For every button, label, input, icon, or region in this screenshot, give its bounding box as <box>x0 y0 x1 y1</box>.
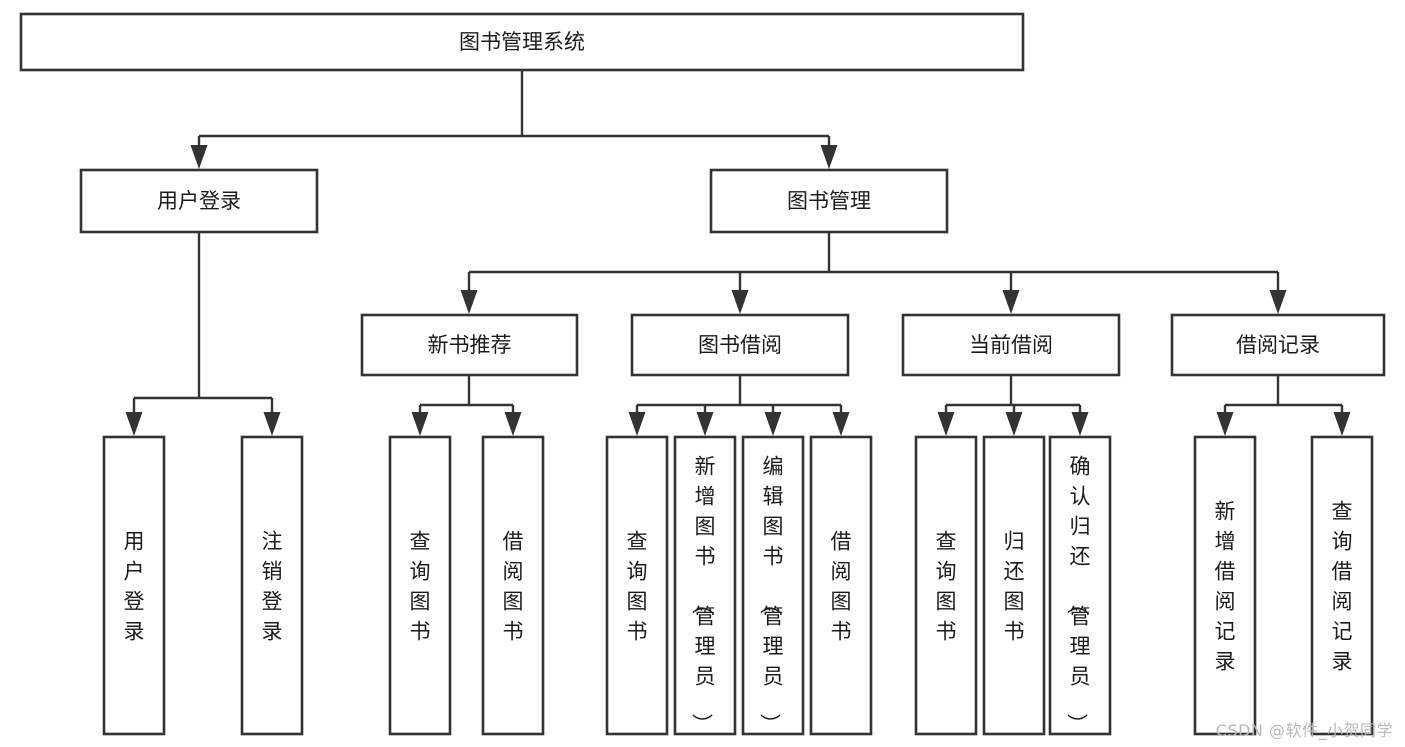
node-current-borrow[interactable]: 当前借阅 <box>901 313 1121 377</box>
arrow-head-icon <box>832 412 850 436</box>
connector-group <box>125 232 281 436</box>
node-label: 归还图书 <box>1004 529 1025 643</box>
node-label: 新书推荐 <box>428 333 512 357</box>
node-label: 查询借阅记录 <box>1332 499 1353 673</box>
arrow-head-icon <box>937 412 955 436</box>
node-leaf-query-book-2[interactable]: 查询图书 <box>605 435 669 736</box>
arrow-head-icon <box>1071 412 1089 436</box>
node-borrow-record[interactable]: 借阅记录 <box>1170 313 1386 377</box>
node-box[interactable] <box>630 313 850 377</box>
node-layer: 图书管理系统用户登录图书管理新书推荐图书借阅当前借阅借阅记录用户登录注销登录查询… <box>19 12 1386 736</box>
node-user-login[interactable]: 用户登录 <box>79 168 319 234</box>
node-box[interactable] <box>809 435 873 736</box>
arrow-head-icon <box>696 412 714 436</box>
node-box[interactable] <box>741 435 805 736</box>
node-leaf-query-book-1[interactable]: 查询图书 <box>388 435 452 736</box>
connector-group <box>628 375 850 436</box>
node-box[interactable] <box>1170 313 1386 377</box>
connector-group <box>1216 375 1351 436</box>
node-book-manage[interactable]: 图书管理 <box>709 168 949 234</box>
node-label: 确认归还（管理员） <box>1065 454 1091 734</box>
node-new-book-recommend[interactable]: 新书推荐 <box>360 313 579 377</box>
node-label: 新增图书（管理员） <box>690 454 716 734</box>
arrow-head-icon <box>504 412 522 436</box>
node-label: 图书借阅 <box>698 333 782 357</box>
node-book-borrow[interactable]: 图书借阅 <box>630 313 850 377</box>
node-leaf-return-book[interactable]: 归还图书 <box>982 435 1046 736</box>
node-label: 新增借阅记录 <box>1215 499 1236 673</box>
node-label: 借阅图书 <box>831 529 852 643</box>
node-label: 当前借阅 <box>969 333 1053 357</box>
arrow-head-icon <box>1269 290 1287 314</box>
arrow-head-icon <box>190 145 208 169</box>
node-box[interactable] <box>673 435 737 736</box>
node-box[interactable] <box>1193 435 1257 736</box>
node-label: 注销登录 <box>262 529 283 643</box>
node-box[interactable] <box>914 435 978 736</box>
connector-group <box>190 70 838 169</box>
node-label: 用户登录 <box>157 189 241 213</box>
arrow-head-icon <box>1005 412 1023 436</box>
node-box[interactable] <box>1310 435 1374 736</box>
node-leaf-logout[interactable]: 注销登录 <box>240 435 304 736</box>
node-leaf-user-login[interactable]: 用户登录 <box>102 435 166 736</box>
node-leaf-add-record[interactable]: 新增借阅记录 <box>1193 435 1257 736</box>
arrow-head-icon <box>820 145 838 169</box>
node-label: 用户登录 <box>124 529 145 643</box>
node-label: 查询图书 <box>627 529 648 643</box>
arrow-head-icon <box>411 412 429 436</box>
node-box[interactable] <box>901 313 1121 377</box>
node-box[interactable] <box>388 435 452 736</box>
node-label: 图书管理 <box>787 189 871 213</box>
node-box[interactable] <box>481 435 545 736</box>
node-leaf-borrow-book-1[interactable]: 借阅图书 <box>481 435 545 736</box>
arrow-head-icon <box>460 290 478 314</box>
csdn-watermark: CSDN @软件_小贺同学 <box>1215 721 1393 740</box>
arrow-head-icon <box>628 412 646 436</box>
node-leaf-edit-book[interactable]: 编辑图书（管理员） <box>741 435 805 736</box>
node-box[interactable] <box>709 168 949 234</box>
node-root[interactable]: 图书管理系统 <box>19 12 1025 72</box>
node-box[interactable] <box>19 12 1025 72</box>
arrow-head-icon <box>1216 412 1234 436</box>
node-label: 借阅图书 <box>503 529 524 643</box>
connector-group <box>460 232 1287 314</box>
arrow-head-icon <box>764 412 782 436</box>
node-label: 查询图书 <box>410 529 431 643</box>
node-label: 借阅记录 <box>1236 333 1320 357</box>
node-box[interactable] <box>240 435 304 736</box>
node-leaf-query-book-3[interactable]: 查询图书 <box>914 435 978 736</box>
arrow-head-icon <box>263 412 281 436</box>
node-label: 编辑图书（管理员） <box>758 454 784 734</box>
arrow-head-icon <box>1002 290 1020 314</box>
node-leaf-add-book[interactable]: 新增图书（管理员） <box>673 435 737 736</box>
node-box[interactable] <box>79 168 319 234</box>
connector-group <box>411 375 522 436</box>
node-box[interactable] <box>605 435 669 736</box>
node-leaf-borrow-book-2[interactable]: 借阅图书 <box>809 435 873 736</box>
node-label: 查询图书 <box>936 529 957 643</box>
arrow-head-icon <box>125 412 143 436</box>
connector-layer <box>125 70 1351 436</box>
node-box[interactable] <box>1048 435 1112 736</box>
connector-group <box>937 375 1089 436</box>
node-box[interactable] <box>982 435 1046 736</box>
node-label: 图书管理系统 <box>459 30 585 54</box>
node-box[interactable] <box>102 435 166 736</box>
node-box[interactable] <box>360 313 579 377</box>
arrow-head-icon <box>1333 412 1351 436</box>
node-leaf-confirm-return[interactable]: 确认归还（管理员） <box>1048 435 1112 736</box>
node-leaf-query-record[interactable]: 查询借阅记录 <box>1310 435 1374 736</box>
arrow-head-icon <box>731 290 749 314</box>
